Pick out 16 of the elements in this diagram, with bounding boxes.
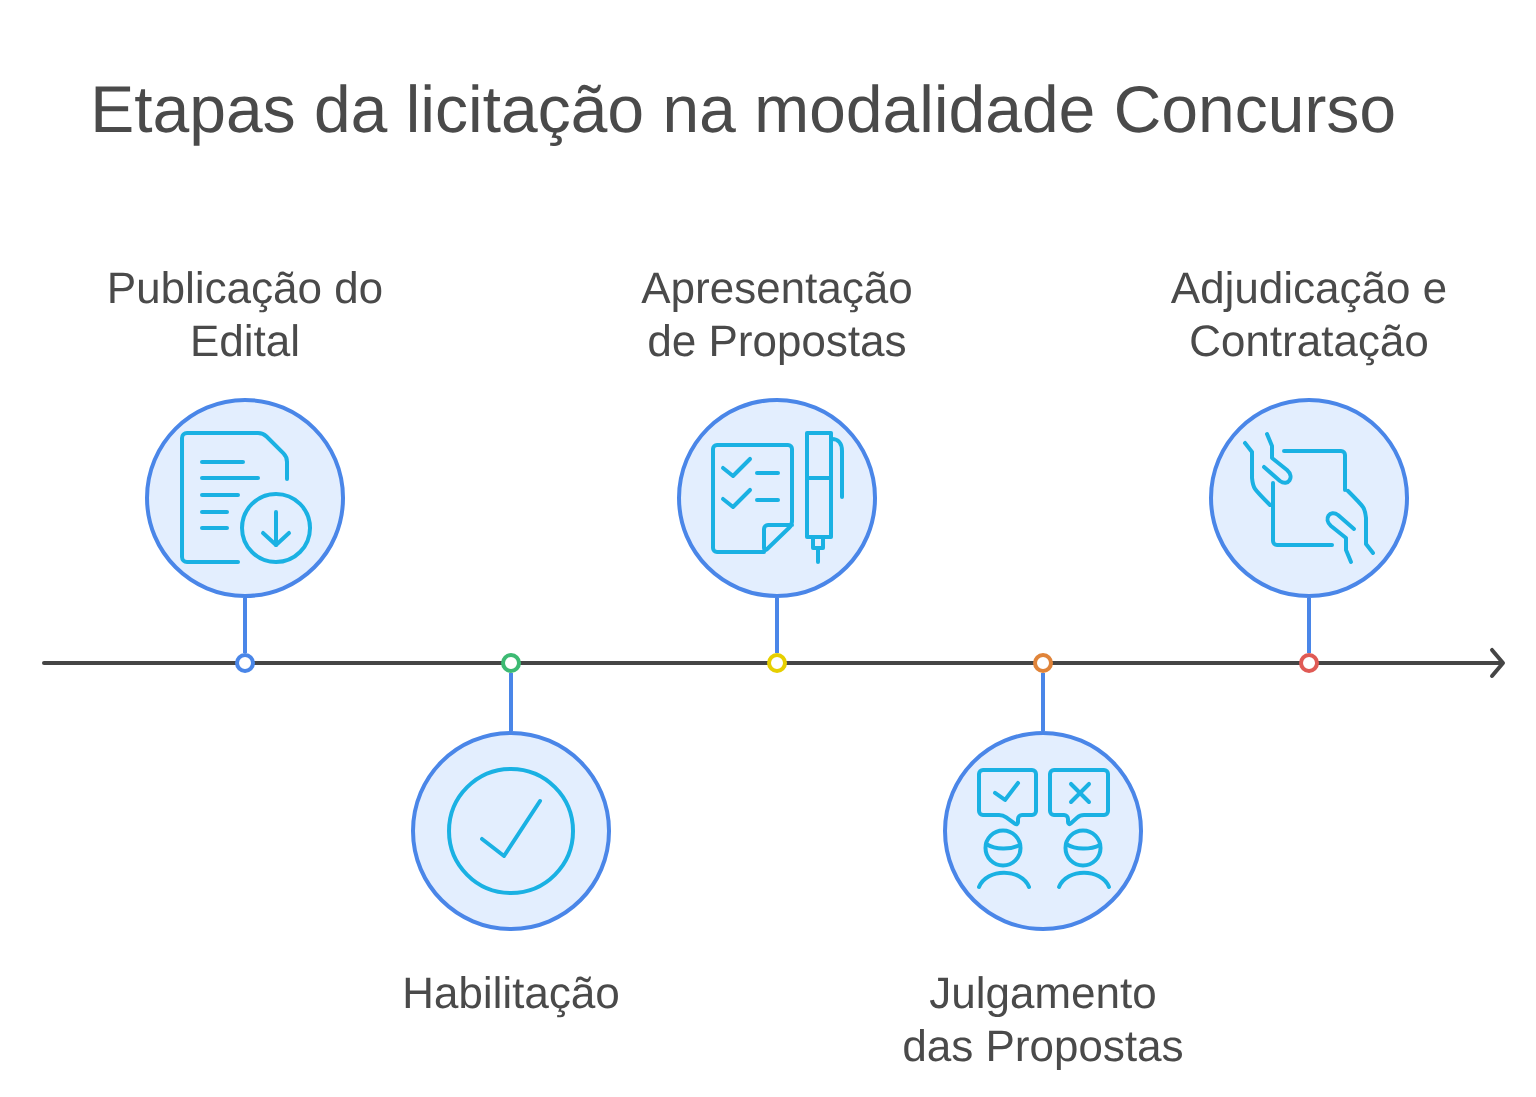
timeline-dot	[235, 653, 255, 673]
step-label: Apresentação de Propostas	[641, 271, 911, 366]
connector-line	[1041, 673, 1045, 731]
timeline-dot	[1033, 653, 1053, 673]
step-label: Habilitação	[405, 976, 618, 1018]
step-label: Julgamento das Propostas	[904, 976, 1182, 1071]
step-label: Adjudicação e Contratação	[1170, 271, 1446, 366]
connector-line	[509, 673, 513, 731]
connector-line	[775, 598, 779, 653]
timeline-dot	[767, 653, 787, 673]
connector-line	[1307, 598, 1311, 653]
connector-line	[243, 598, 247, 653]
timeline-dot	[1299, 653, 1319, 673]
title: Etapas da licitação na modalidade Concurso	[95, 84, 1394, 146]
timeline-dot	[501, 653, 521, 673]
step-label: Publicação do Edital	[110, 271, 382, 357]
